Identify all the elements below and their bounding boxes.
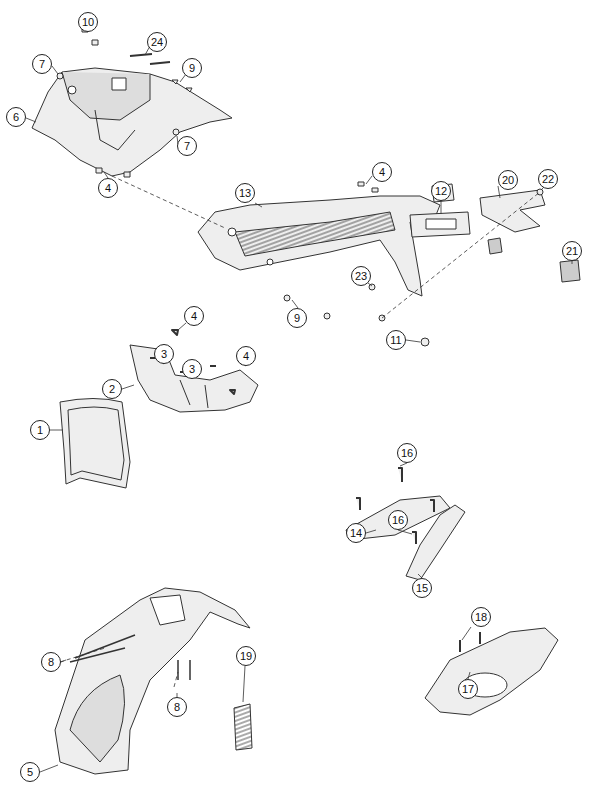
callout-circle: 19 xyxy=(236,646,256,666)
callout-circle: 9 xyxy=(182,58,202,78)
callout-circle: 18 xyxy=(471,607,491,627)
callout-number: 4 xyxy=(105,183,111,194)
callout-number: 3 xyxy=(189,364,195,375)
callout-number: 12 xyxy=(435,186,447,197)
callout-circle: 8 xyxy=(41,652,61,672)
callout-number: 15 xyxy=(416,583,428,594)
callout-number: 10 xyxy=(82,17,94,28)
callout-circle: 5 xyxy=(20,762,40,782)
callout-number: 8 xyxy=(48,657,54,668)
callout-number: 16 xyxy=(392,515,404,526)
callout-circle: 4 xyxy=(184,306,204,326)
callout-circle: 24 xyxy=(147,32,167,52)
callout-number: 24 xyxy=(151,37,163,48)
callout-number: 4 xyxy=(243,351,249,362)
callout-circle: 7 xyxy=(177,136,197,156)
callout-circle: 4 xyxy=(372,162,392,182)
callout-circle: 2 xyxy=(102,379,122,399)
callout-number: 11 xyxy=(390,335,401,346)
callout-number: 8 xyxy=(174,702,180,713)
callout-number: 17 xyxy=(462,684,474,695)
callout-number: 4 xyxy=(379,167,385,178)
callout-number: 13 xyxy=(239,188,251,199)
callout-circle: 10 xyxy=(78,12,98,32)
callout-number: 1 xyxy=(37,425,43,436)
callout-number: 18 xyxy=(475,612,487,623)
callout-circle: 22 xyxy=(538,169,558,189)
callout-number: 22 xyxy=(542,174,554,185)
callout-number: 9 xyxy=(189,63,195,74)
callout-circle: 3 xyxy=(154,344,174,364)
callout-circle: 4 xyxy=(236,346,256,366)
callout-circle: 23 xyxy=(351,266,371,286)
callout-circle: 8 xyxy=(167,697,187,717)
callout-number: 23 xyxy=(355,271,367,282)
callout-circle: 17 xyxy=(458,679,478,699)
callout-number: 20 xyxy=(502,175,514,186)
callout-circle: 13 xyxy=(235,183,255,203)
callout-circle: 16 xyxy=(397,443,417,463)
callout-number: 6 xyxy=(13,112,19,123)
callout-circle: 6 xyxy=(6,107,26,127)
callout-number: 7 xyxy=(184,141,190,152)
callout-circle: 3 xyxy=(182,359,202,379)
callout-number: 5 xyxy=(27,767,33,778)
callout-circle: 9 xyxy=(287,308,307,328)
callout-number: 4 xyxy=(191,311,197,322)
callout-circle: 14 xyxy=(346,523,366,543)
callout-circle: 21 xyxy=(562,241,582,261)
callout-number: 7 xyxy=(39,59,45,70)
callout-number: 9 xyxy=(294,313,300,324)
callout-circle: 12 xyxy=(431,181,451,201)
callout-circle: 16 xyxy=(388,510,408,530)
callout-number: 21 xyxy=(566,246,578,257)
callout-number: 3 xyxy=(161,349,167,360)
callout-circle: 1 xyxy=(30,420,50,440)
callout-circle: 20 xyxy=(498,170,518,190)
callout-number: 19 xyxy=(240,651,252,662)
callout-number: 16 xyxy=(401,448,413,459)
callout-circle: 4 xyxy=(98,178,118,198)
callout-number: 2 xyxy=(109,384,115,395)
callout-number: 14 xyxy=(350,528,362,539)
callout-circle: 7 xyxy=(32,54,52,74)
callout-circle: 15 xyxy=(412,578,432,598)
callout-circle: 11 xyxy=(386,330,406,350)
